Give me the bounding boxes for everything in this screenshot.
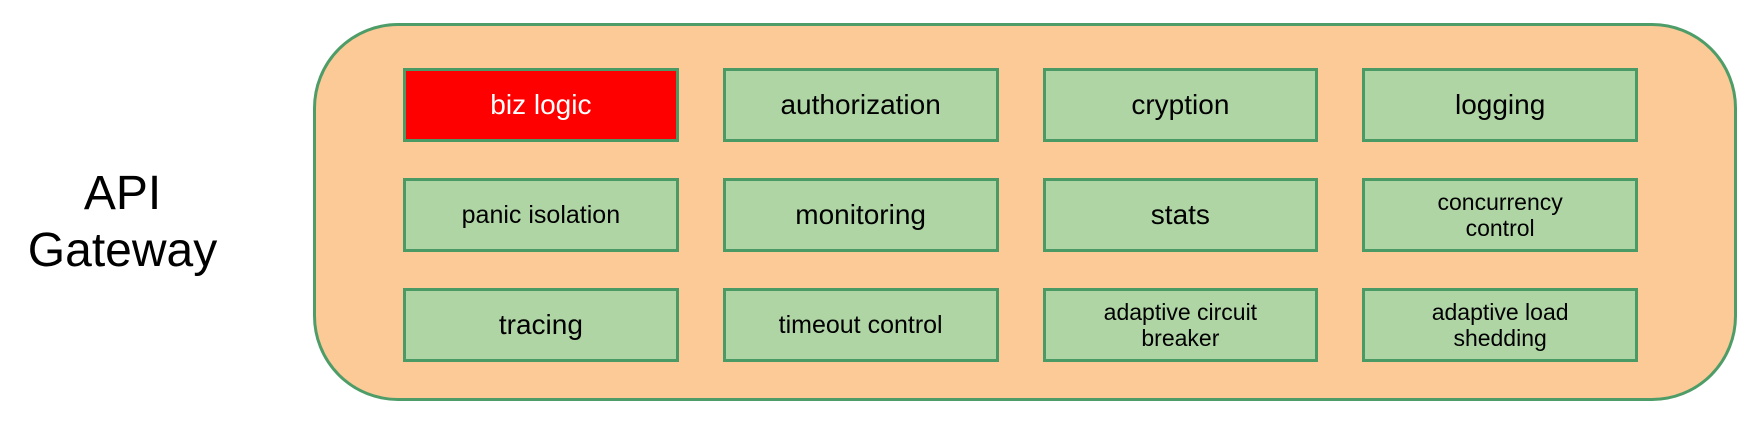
api-gateway-container: biz logic authorization cryption logging… <box>313 23 1737 401</box>
gateway-cell-cryption: cryption <box>1042 68 1319 142</box>
api-gateway-label-line1: API <box>83 167 162 220</box>
api-gateway-label: API Gateway <box>15 166 230 279</box>
gateway-cell-stats: stats <box>1042 178 1319 252</box>
gateway-cell-timeout-control: timeout control <box>722 288 999 362</box>
gateway-cell-logging: logging <box>1362 68 1638 142</box>
gateway-cell-tracing: tracing <box>403 288 679 362</box>
gateway-cell-panic-isolation: panic isolation <box>403 178 679 252</box>
gateway-cell-authorization: authorization <box>722 68 999 142</box>
gateway-cell-concurrency-control: concurrency control <box>1362 178 1638 252</box>
api-gateway-label-line2: Gateway <box>27 223 218 277</box>
gateway-cell-monitoring: monitoring <box>722 178 999 252</box>
gateway-cell-adaptive-circuit-breaker: adaptive circuit breaker <box>1042 288 1319 362</box>
gateway-cell-adaptive-load-shedding: adaptive load shedding <box>1362 288 1638 362</box>
gateway-cell-biz-logic: biz logic <box>403 68 679 142</box>
